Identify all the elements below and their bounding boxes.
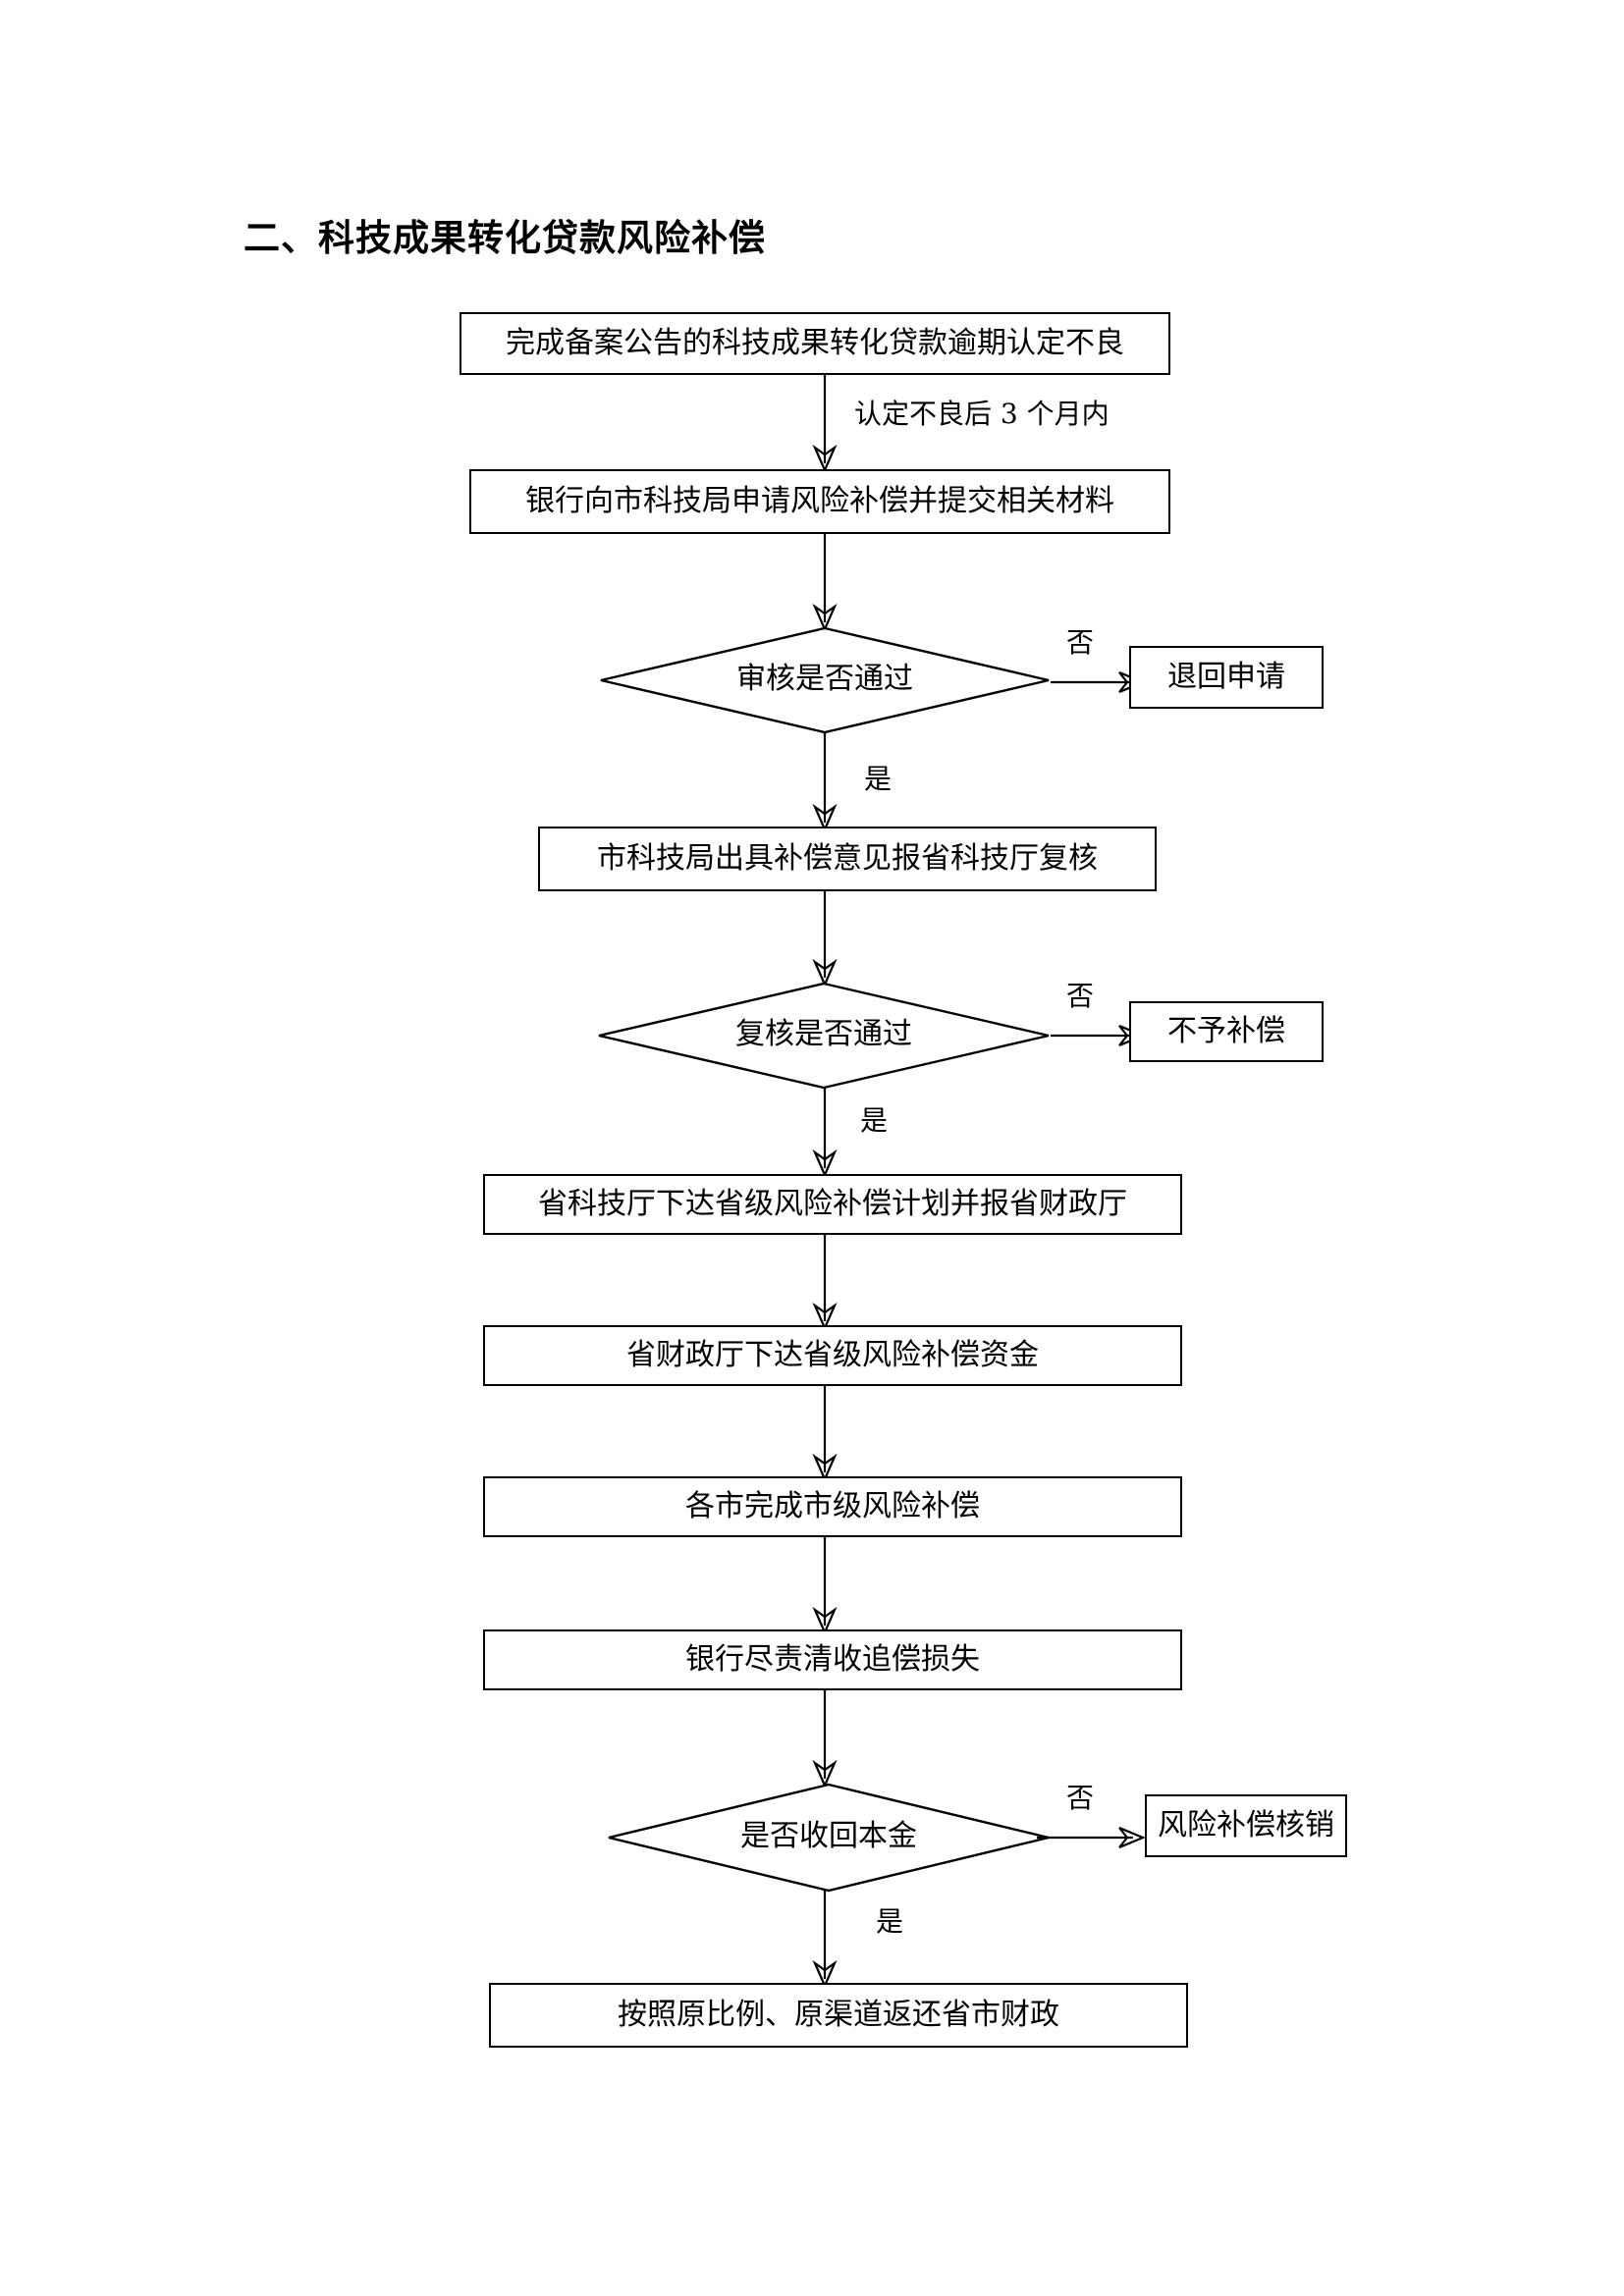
flow-node-province-plan: 省科技厅下达省级风险补偿计划并报省财政厅 — [483, 1174, 1182, 1235]
edge-review-no — [1051, 670, 1146, 694]
edge-label-principal-yes: 是 — [876, 1905, 904, 1938]
flow-node-province-funds: 省财政厅下达省级风险补偿资金 — [483, 1325, 1182, 1386]
flow-node-label: 银行向市科技局申请风险补偿并提交相关材料 — [525, 483, 1114, 518]
flow-node-label: 银行尽责清收追偿损失 — [685, 1641, 980, 1677]
flow-decision-principal-recovered: 是否收回本金 — [607, 1783, 1051, 1893]
flow-node-label: 退回申请 — [1167, 659, 1285, 694]
flow-decision-recheck: 复核是否通过 — [597, 982, 1051, 1090]
edge-label-principal-no: 否 — [1066, 1782, 1095, 1814]
edge-recovery-to-principal — [812, 1690, 838, 1789]
edge-label-recheck-yes: 是 — [860, 1104, 889, 1137]
flow-node-no-compensation: 不予补偿 — [1129, 1001, 1324, 1062]
flow-node-start: 完成备案公告的科技成果转化贷款逾期认定不良 — [460, 312, 1170, 375]
edge-principal-no — [1037, 1826, 1146, 1849]
flow-node-city-compensation: 各市完成市级风险补偿 — [483, 1476, 1182, 1537]
edge-review-yes — [812, 732, 838, 832]
edge-label-review-yes: 是 — [864, 763, 893, 795]
flow-node-return-application: 退回申请 — [1129, 646, 1324, 709]
flow-node-city-opinion: 市科技局出具补偿意见报省科技厅复核 — [538, 827, 1157, 891]
flow-node-label: 按照原比例、原渠道返还省市财政 — [618, 1997, 1059, 2032]
flow-node-label: 省财政厅下达省级风险补偿资金 — [626, 1337, 1039, 1372]
flow-node-bank-recovery: 银行尽责清收追偿损失 — [483, 1629, 1182, 1690]
flow-node-label: 市科技局出具补偿意见报省科技厅复核 — [597, 840, 1098, 876]
flow-decision-review: 审核是否通过 — [599, 626, 1051, 734]
edge-label-review-no: 否 — [1066, 626, 1095, 659]
page-title: 二、科技成果转化贷款风险补偿 — [244, 217, 766, 259]
flow-node-return-finance: 按照原比例、原渠道返还省市财政 — [489, 1983, 1188, 2048]
flow-node-label: 风险补偿核销 — [1158, 1807, 1334, 1842]
edge-recheck-yes — [812, 1088, 838, 1178]
edge-principal-yes — [812, 1891, 838, 1989]
flow-node-write-off: 风险补偿核销 — [1145, 1794, 1347, 1857]
edge-recheck-no — [1051, 1024, 1146, 1047]
flow-node-label: 各市完成市级风险补偿 — [685, 1488, 980, 1523]
edge-start-to-apply — [812, 375, 838, 473]
edge-apply-to-review — [812, 534, 838, 632]
edge-opinion-to-recheck — [812, 891, 838, 988]
flow-node-label: 不予补偿 — [1167, 1013, 1285, 1048]
edge-city-to-recovery — [812, 1537, 838, 1635]
flow-node-bank-apply: 银行向市科技局申请风险补偿并提交相关材料 — [469, 469, 1170, 534]
flow-node-label: 省科技厅下达省级风险补偿计划并报省财政厅 — [538, 1186, 1127, 1221]
flow-node-label: 完成备案公告的科技成果转化贷款逾期认定不良 — [506, 325, 1124, 360]
edge-plan-to-funds — [812, 1235, 838, 1331]
edge-label-recheck-no: 否 — [1066, 980, 1095, 1012]
edge-funds-to-city — [812, 1386, 838, 1482]
edge-label-three-months: 认定不良后 3 个月内 — [854, 398, 1110, 430]
